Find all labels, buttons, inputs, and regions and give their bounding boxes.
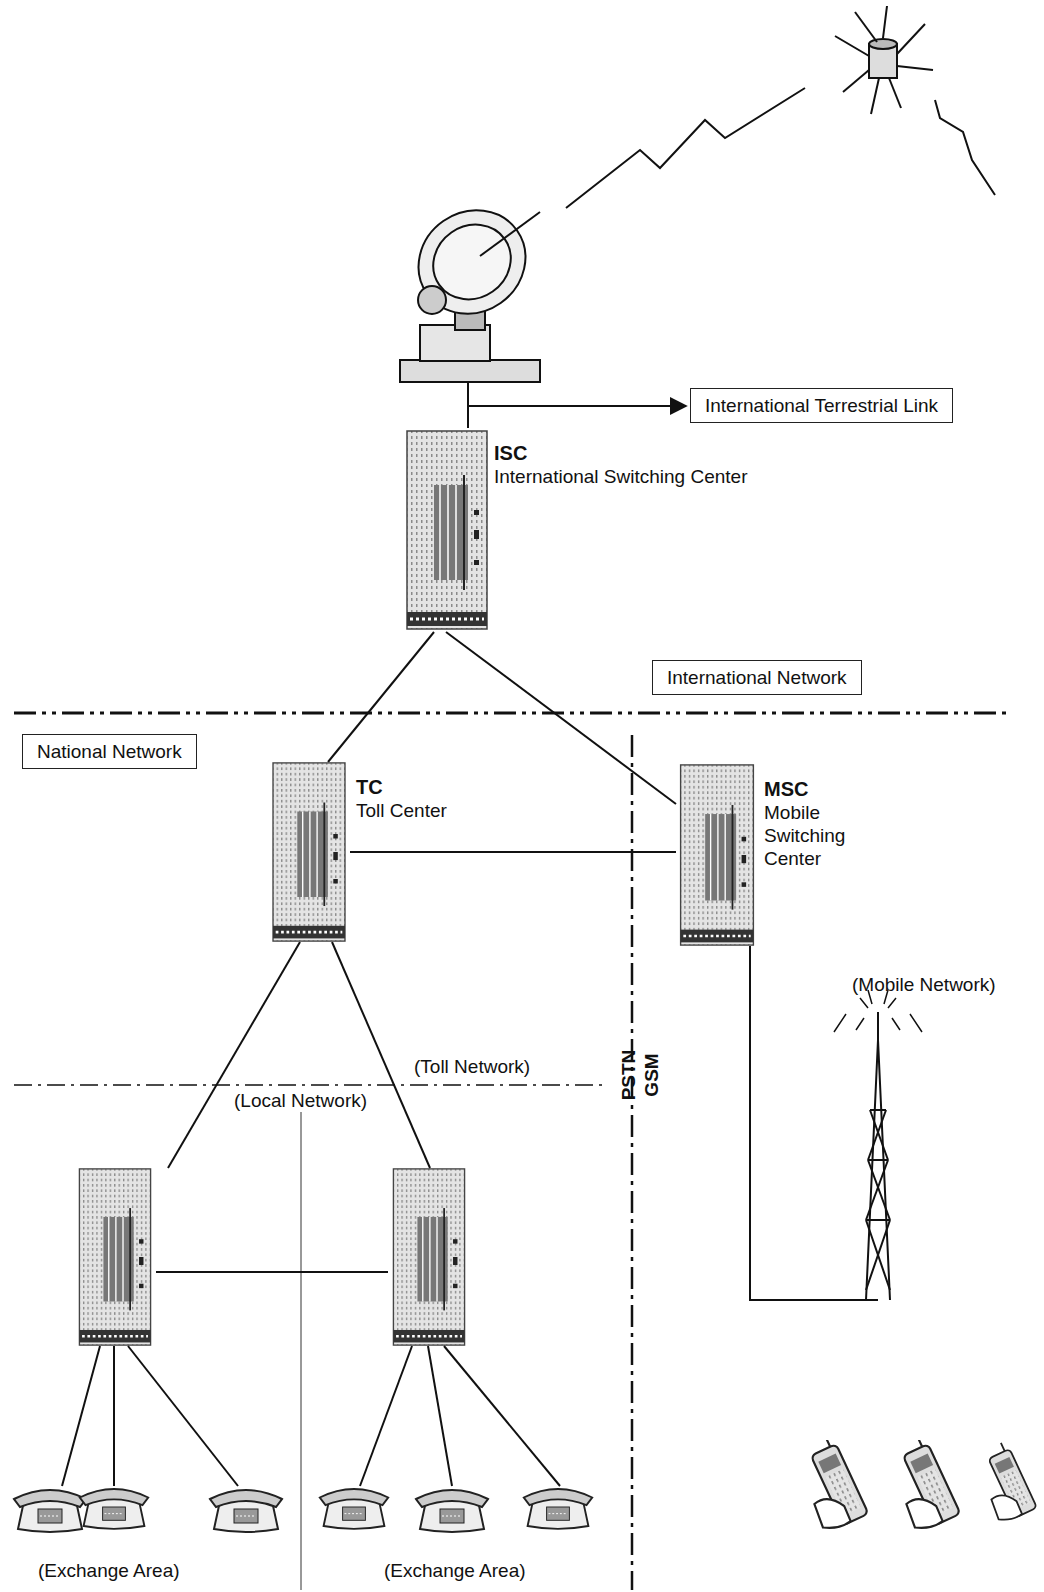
abbreviation: ISC: [494, 442, 747, 465]
link-box: International Terrestrial Link: [690, 388, 953, 423]
network-label: (Exchange Area): [384, 1560, 526, 1582]
trunk-line: [328, 632, 434, 762]
abbreviation: MSC: [764, 778, 882, 801]
network-side-label: PSTN: [618, 1050, 640, 1101]
box-label: International Terrestrial Link: [705, 394, 938, 417]
switch-cabinet: [676, 764, 758, 946]
abbreviation: TC: [356, 776, 447, 799]
network-label: (Exchange Area): [38, 1560, 180, 1582]
network-label: (Local Network): [234, 1090, 367, 1112]
trunk-line: [446, 632, 676, 804]
center-name: International Switching Center: [494, 465, 747, 488]
box-label: International Network: [667, 666, 847, 689]
switching-center: MSCMobile Switching Center: [676, 764, 882, 946]
switch-cabinet: [268, 762, 350, 942]
switching-center: TCToll Center: [268, 762, 447, 942]
network-label-box: National Network: [22, 734, 197, 769]
center-name: Mobile Switching Center: [764, 801, 882, 870]
network-label: (Toll Network): [414, 1056, 530, 1078]
center-name: Toll Center: [356, 799, 447, 822]
switch-cabinet: [406, 428, 488, 632]
network-side-label: GSM: [641, 1053, 663, 1096]
network-label-box: International Network: [652, 660, 862, 695]
box-label: National Network: [37, 740, 182, 763]
trunk-line: [350, 851, 676, 853]
switching-center: ISCInternational Switching Center: [406, 428, 747, 632]
network-label: (Mobile Network): [852, 974, 996, 996]
